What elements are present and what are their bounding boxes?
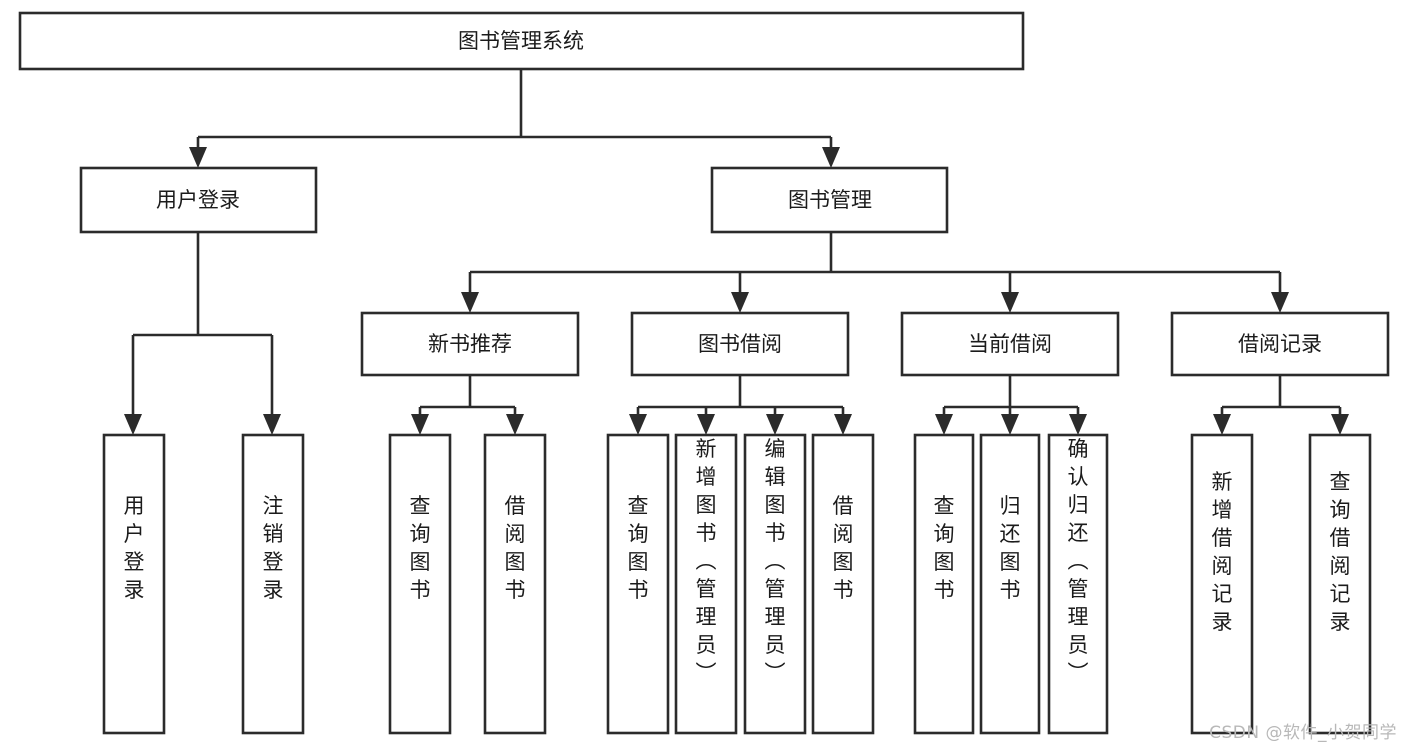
arrow-head-leaf-logout: [263, 414, 281, 435]
leaf-cb-confirm-return[interactable]: 确认归还︵管理员︶: [1047, 433, 1109, 735]
leaf-rc-add-record-box[interactable]: [1190, 433, 1254, 735]
leaf-bb-query-book-label: 查询图书: [628, 494, 649, 602]
leaf-bb-borrow-book-label: 借阅图书: [833, 494, 854, 602]
node-borrow-records[interactable]: 借阅记录: [1170, 311, 1390, 377]
leaf-bb-borrow-book[interactable]: 借阅图书: [811, 433, 875, 735]
node-current-borrow-label: 当前借阅: [968, 332, 1052, 356]
leaf-bb-borrow-book-box[interactable]: [811, 433, 875, 735]
arrow-head-book-mgmt: [822, 147, 840, 168]
node-book-borrow-label: 图书借阅: [698, 332, 782, 356]
arrow-head-bq-add-book: [697, 414, 715, 435]
leaf-logout[interactable]: 注销登录: [241, 433, 305, 735]
leaf-bb-edit-book-label: 编辑图书︵管理员︶: [765, 437, 786, 685]
arrow-head-user-login: [189, 147, 207, 168]
leaf-user-login[interactable]: 用户登录: [102, 433, 166, 735]
arrow-head-borrow: [731, 292, 749, 313]
arrow-head-bq-query-book: [629, 414, 647, 435]
node-new-book-recommend-label: 新书推荐: [428, 332, 512, 356]
leaf-cb-confirm-return-box[interactable]: [1047, 433, 1109, 735]
arrow-head-new-book: [461, 292, 479, 313]
leaf-cb-confirm-return-label: 确认归还︵管理员︶: [1068, 437, 1089, 685]
node-current-borrow-box[interactable]: [900, 311, 1120, 377]
arrow-head-rc-add-record: [1213, 414, 1231, 435]
node-user-login-label: 用户登录: [156, 188, 240, 212]
leaf-cb-return-book[interactable]: 归还图书: [979, 433, 1041, 735]
node-current-borrow[interactable]: 当前借阅: [900, 311, 1120, 377]
arrow-head-cb-return-book: [1001, 414, 1019, 435]
arrow-head-leaf-user-login: [124, 414, 142, 435]
connector-group-records-children: [1213, 375, 1349, 435]
csdn-watermark: CSDN @软件_小贺同学: [1209, 723, 1397, 743]
leaf-rc-query-record-box[interactable]: [1308, 433, 1372, 735]
leaf-logout-label: 注销登录: [263, 494, 284, 602]
leaf-nb-borrow-book-box[interactable]: [483, 433, 547, 735]
leaf-rc-add-record-label: 新增借阅记录: [1212, 470, 1233, 634]
arrow-head-rc-query-record: [1331, 414, 1349, 435]
leaf-bb-add-book-box[interactable]: [674, 433, 738, 735]
leaf-cb-query-book[interactable]: 查询图书: [913, 433, 975, 735]
arrow-head-cb-confirm-return: [1069, 414, 1087, 435]
node-book-borrow[interactable]: 图书借阅: [630, 311, 850, 377]
connector-group-root-to-level2: [189, 69, 840, 168]
arrow-head-current: [1001, 292, 1019, 313]
node-root[interactable]: 图书管理系统: [18, 11, 1025, 71]
node-book-management[interactable]: 图书管理: [710, 166, 949, 234]
leaf-rc-query-record[interactable]: 查询借阅记录: [1308, 433, 1372, 735]
leaf-bb-edit-book-box[interactable]: [743, 433, 807, 735]
leaf-nb-borrow-book[interactable]: 借阅图书: [483, 433, 547, 735]
leaf-bb-add-book[interactable]: 新增图书︵管理员︶: [674, 433, 738, 735]
leaf-bb-query-book[interactable]: 查询图书: [606, 433, 670, 735]
connector-group-current-children: [935, 375, 1087, 435]
leaf-bb-add-book-label: 新增图书︵管理员︶: [696, 437, 717, 685]
leaf-cb-query-book-box[interactable]: [913, 433, 975, 735]
arrow-head-bq-edit-book: [766, 414, 784, 435]
arrow-head-bq-borrow-book: [834, 414, 852, 435]
arrow-head-nb-borrow-book: [506, 414, 524, 435]
arrow-head-cb-query-book: [935, 414, 953, 435]
leaf-nb-query-book[interactable]: 查询图书: [388, 433, 452, 735]
node-root-label: 图书管理系统: [458, 29, 584, 53]
leaf-nb-query-book-box[interactable]: [388, 433, 452, 735]
leaf-logout-box[interactable]: [241, 433, 305, 735]
arrow-head-records: [1271, 292, 1289, 313]
node-new-book-recommend-box[interactable]: [360, 311, 580, 377]
node-user-login-box[interactable]: [79, 166, 318, 234]
node-borrow-records-label: 借阅记录: [1238, 332, 1322, 356]
leaf-bb-query-book-box[interactable]: [606, 433, 670, 735]
leaf-nb-borrow-book-label: 借阅图书: [505, 494, 526, 602]
leaf-user-login-box[interactable]: [102, 433, 166, 735]
node-root-box[interactable]: [18, 11, 1025, 71]
node-book-borrow-box[interactable]: [630, 311, 850, 377]
leaf-bb-edit-book[interactable]: 编辑图书︵管理员︶: [743, 433, 807, 735]
leaf-cb-return-book-label: 归还图书: [1000, 494, 1021, 602]
leaf-cb-query-book-label: 查询图书: [934, 494, 955, 602]
node-book-management-label: 图书管理: [788, 188, 872, 212]
connector-group-borrow-children: [629, 375, 852, 435]
node-book-management-box[interactable]: [710, 166, 949, 234]
leaf-rc-query-record-label: 查询借阅记录: [1330, 470, 1351, 634]
node-borrow-records-box[interactable]: [1170, 311, 1390, 377]
connector-group-new-book-children: [411, 375, 524, 435]
node-new-book-recommend[interactable]: 新书推荐: [360, 311, 580, 377]
connector-group-user-login-children: [124, 232, 281, 435]
leaf-user-login-label: 用户登录: [124, 494, 145, 602]
leaf-rc-add-record[interactable]: 新增借阅记录: [1190, 433, 1254, 735]
arrow-head-nb-query-book: [411, 414, 429, 435]
leaf-nb-query-book-label: 查询图书: [410, 494, 431, 602]
node-user-login[interactable]: 用户登录: [79, 166, 318, 234]
connector-group-book-mgmt-children: [461, 232, 1289, 313]
leaf-cb-return-book-box[interactable]: [979, 433, 1041, 735]
